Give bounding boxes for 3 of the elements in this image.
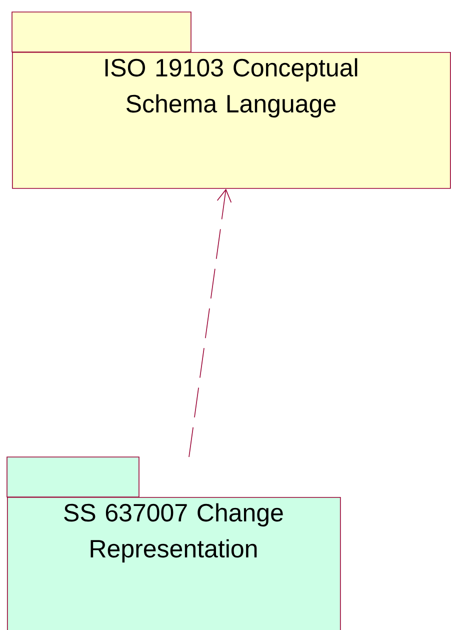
package-box: SS 637007 Change Representation [6,456,341,630]
package-box: ISO 19103 Conceptual Schema Language [12,12,451,189]
dependency-arrow [188,188,232,458]
